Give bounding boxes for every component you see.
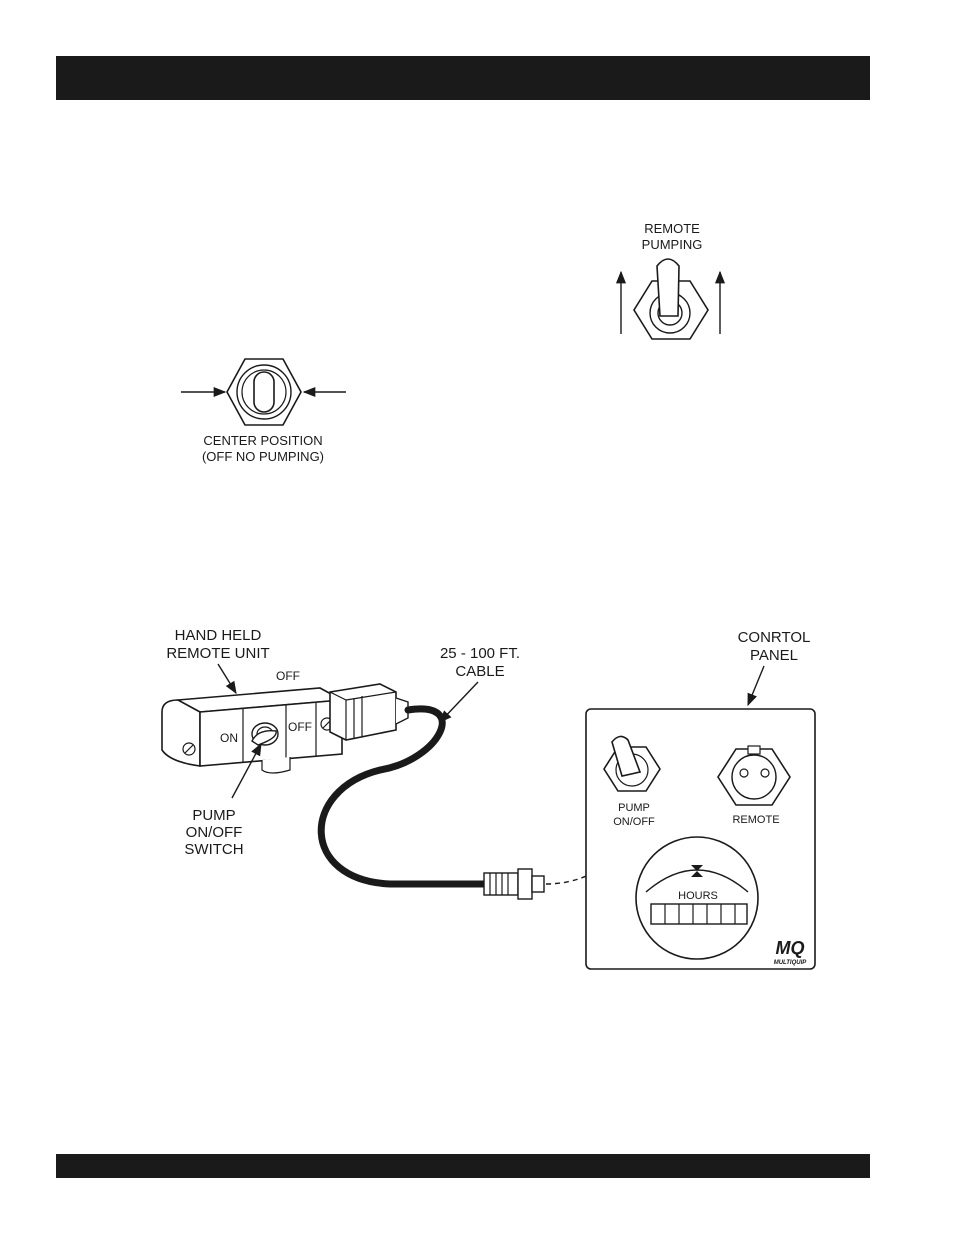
remote-pumping-label-2: PUMPING xyxy=(642,237,703,252)
cable-label-2: CABLE xyxy=(455,663,504,680)
toggle-lever-up-icon xyxy=(657,259,679,316)
cable-pointer-arrow xyxy=(440,682,478,722)
remote-unit-title-2: REMOTE UNIT xyxy=(166,645,269,662)
remote-unit-title-1: HAND HELD xyxy=(175,627,262,644)
logo-mark: MQ xyxy=(776,938,805,958)
toggle-lever-center-icon xyxy=(254,372,274,412)
hour-meter: HOURS xyxy=(636,837,758,959)
off-side-label: OFF xyxy=(288,720,312,734)
control-panel-pointer-arrow xyxy=(748,666,764,705)
pin-icon xyxy=(740,769,748,777)
on-label: ON xyxy=(220,731,238,745)
hand-held-remote-unit: HAND HELD REMOTE UNIT OFF ON OFF xyxy=(162,627,408,773)
logo-brand: MULTIQUIP xyxy=(774,960,808,966)
center-position-switch: CENTER POSITION (OFF NO PUMPING) xyxy=(181,359,346,464)
control-panel-title-2: PANEL xyxy=(750,647,798,664)
pump-switch-label-1: PUMP xyxy=(192,807,235,824)
hours-label: HOURS xyxy=(678,890,718,902)
control-panel: CONRTOL PANEL PUMP ON/OFF REMOTE HOURS xyxy=(586,629,815,969)
panel-pump-label-2: ON/OFF xyxy=(613,816,655,828)
panel-remote-label: REMOTE xyxy=(732,814,779,826)
remote-pumping-label-1: REMOTE xyxy=(644,221,700,236)
panel-pump-label-1: PUMP xyxy=(618,802,650,814)
off-top-label: OFF xyxy=(276,669,300,683)
center-position-label-1: CENTER POSITION xyxy=(203,433,322,448)
center-position-label-2: (OFF NO PUMPING) xyxy=(202,449,324,464)
control-panel-title-1: CONRTOL xyxy=(738,629,811,646)
remote-toggle-switch[interactable] xyxy=(252,723,278,745)
cable-plug xyxy=(484,869,544,899)
remote-pumping-switch: REMOTE PUMPING xyxy=(621,221,720,339)
remote-unit-pointer-arrow xyxy=(218,664,236,693)
pump-switch-label-3: SWITCH xyxy=(184,841,243,858)
multiquip-logo: MQ MULTIQUIP xyxy=(770,936,810,966)
cable-label-1: 25 - 100 FT. xyxy=(440,645,520,662)
pump-switch-label-2: ON/OFF xyxy=(186,824,243,841)
pin-icon xyxy=(761,769,769,777)
